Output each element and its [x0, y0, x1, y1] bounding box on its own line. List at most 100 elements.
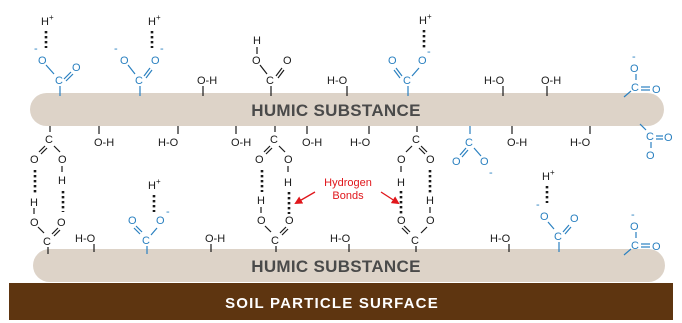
minus-sign: -	[160, 43, 164, 55]
svg-text:O-H: O-H	[205, 233, 225, 245]
svg-text:C: C	[135, 75, 143, 87]
svg-text:O: O	[58, 154, 67, 166]
minus-sign: -	[427, 46, 431, 58]
hydrogen-ion: H+	[148, 177, 161, 192]
svg-text:O: O	[630, 221, 639, 233]
carboxylic-acid-dimer: C O O H H O O C	[255, 126, 294, 252]
svg-text:H-O: H-O	[330, 233, 351, 245]
svg-text:H: H	[58, 175, 66, 187]
svg-text:C: C	[142, 235, 150, 247]
svg-text:O: O	[38, 55, 47, 67]
svg-text:H: H	[253, 35, 261, 47]
minus-sign: -	[166, 206, 170, 218]
svg-text:H: H	[284, 177, 292, 189]
humic-substance-bottom	[33, 249, 665, 282]
svg-text:O: O	[284, 154, 293, 166]
svg-text:O: O	[646, 150, 655, 162]
hydroxyl-group: H-O	[350, 126, 371, 149]
carboxylate-group: H+ - O C O	[34, 13, 81, 96]
hydroxyl-group: H-O	[327, 75, 348, 96]
svg-text:C: C	[55, 75, 63, 87]
carboxylic-acid-dimer: C O O H H O O C	[30, 126, 67, 254]
svg-text:O: O	[426, 154, 435, 166]
svg-text:C: C	[412, 134, 420, 146]
svg-text:O-H: O-H	[507, 137, 527, 149]
svg-text:O: O	[388, 55, 397, 67]
svg-text:H: H	[426, 195, 434, 207]
svg-text:O: O	[540, 211, 549, 223]
svg-text:C: C	[411, 235, 419, 247]
svg-text:H-O: H-O	[570, 137, 591, 149]
hydroxyl-group: H-O	[484, 75, 505, 96]
hydroxyl-group: H-O	[330, 233, 351, 252]
carboxylate-group: - O C O	[623, 51, 661, 98]
svg-text:O: O	[257, 215, 266, 227]
svg-text:O: O	[426, 215, 435, 227]
minus-sign: -	[114, 43, 118, 55]
carboxylate-group: H+ - O C O	[536, 168, 579, 252]
hydrogen-bonds-label-line2: Bonds	[332, 190, 364, 202]
hydroxyl-group: O-H	[302, 126, 322, 149]
svg-text:C: C	[270, 134, 278, 146]
svg-text:C: C	[646, 131, 654, 143]
carboxylate-group: C O O	[639, 123, 673, 162]
arrow-right	[380, 191, 400, 205]
svg-text:O: O	[397, 154, 406, 166]
carboxylate-group: H+ O C O -	[388, 12, 432, 96]
svg-text:O: O	[652, 84, 661, 96]
svg-text:H: H	[397, 177, 405, 189]
hydroxyl-group: O-H	[197, 75, 217, 96]
svg-text:O: O	[30, 217, 39, 229]
svg-text:H: H	[30, 197, 38, 209]
svg-text:O: O	[397, 215, 406, 227]
hydroxyl-group: O-H	[231, 126, 251, 149]
svg-text:C: C	[271, 235, 279, 247]
svg-text:O: O	[151, 55, 160, 67]
svg-text:O: O	[128, 215, 137, 227]
svg-text:H-O: H-O	[75, 233, 96, 245]
svg-text:O: O	[452, 156, 461, 168]
svg-text:O-H: O-H	[94, 137, 114, 149]
carboxylate-group: - O C O	[623, 209, 661, 256]
hydroxyl-group: H-O	[490, 233, 511, 252]
soil-label: SOIL PARTICLE SURFACE	[225, 295, 439, 312]
svg-text:O: O	[120, 55, 129, 67]
svg-text:C: C	[403, 75, 411, 87]
svg-text:H-O: H-O	[158, 137, 179, 149]
svg-text:O: O	[664, 132, 673, 144]
svg-text:O: O	[72, 62, 81, 74]
carboxylate-group: C O O -	[452, 126, 493, 179]
humic-top-label: HUMIC SUBSTANCE	[251, 101, 420, 120]
svg-text:H-O: H-O	[484, 75, 505, 87]
hydroxyl-group: O-H	[541, 75, 561, 96]
minus-sign: -	[632, 51, 636, 63]
minus-sign: -	[536, 199, 540, 211]
carboxylic-acid-group: H O C O	[252, 35, 292, 96]
soil-particle-surface	[9, 283, 673, 320]
svg-text:O-H: O-H	[302, 137, 322, 149]
hydrogen-ion: H+	[419, 12, 432, 27]
svg-text:O: O	[252, 55, 261, 67]
hydroxyl-group: H-O	[158, 126, 179, 149]
hydrogen-ion: H+	[41, 13, 54, 28]
svg-text:O: O	[285, 215, 294, 227]
minus-sign: -	[631, 209, 635, 221]
hydrogen-bonds-label-line1: Hydrogen	[324, 177, 372, 189]
svg-text:C: C	[631, 82, 639, 94]
svg-text:O: O	[480, 156, 489, 168]
hydroxyl-group: H-O	[570, 126, 591, 149]
carboxylate-group: H+ - O C O -	[114, 13, 164, 96]
svg-text:O: O	[570, 213, 579, 225]
svg-text:O-H: O-H	[231, 137, 251, 149]
svg-text:C: C	[45, 134, 53, 146]
svg-text:O: O	[283, 55, 292, 67]
svg-text:C: C	[465, 137, 473, 149]
carboxylic-acid-dimer: C O O H H O O C	[397, 126, 435, 252]
svg-text:O: O	[418, 55, 427, 67]
humic-substance-top	[30, 93, 664, 126]
hydroxyl-group: O-H	[205, 233, 225, 252]
minus-sign: -	[34, 43, 38, 55]
svg-text:H: H	[257, 195, 265, 207]
arrow-left	[294, 191, 316, 205]
